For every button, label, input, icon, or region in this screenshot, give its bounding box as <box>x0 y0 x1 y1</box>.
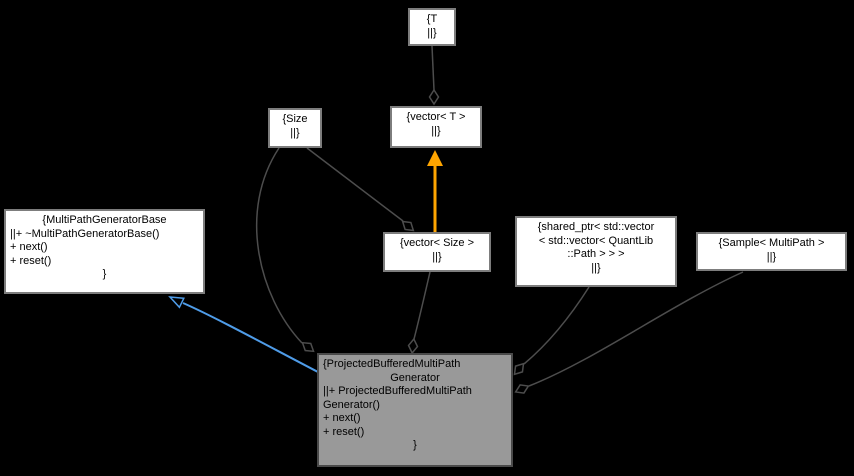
aggregation-diamond <box>407 337 419 355</box>
node-Sample-MultiPath[interactable]: {Sample< MultiPath > ||} <box>696 232 847 271</box>
node-vector-T-text: ||} <box>431 124 441 137</box>
node-shared-ptr-text: ||} <box>591 261 601 274</box>
node-vector-T-text: {vector< T > <box>406 111 466 123</box>
node-vector-Size[interactable]: {vector< Size > ||} <box>383 232 491 272</box>
node-generator-text: Generator() <box>323 398 380 411</box>
node-generator-text: Generator <box>390 371 440 384</box>
node-generator-text: ||+ ProjectedBufferedMultiPath <box>323 385 472 397</box>
aggregation-diamond <box>514 384 530 394</box>
node-shared-ptr[interactable]: {shared_ptr< std::vector < std::vector< … <box>515 216 677 287</box>
node-generator-text: {ProjectedBufferedMultiPath <box>323 358 461 370</box>
node-Sample-MultiPath-text: ||} <box>766 250 777 263</box>
node-vector-Size-text: {vector< Size > <box>400 237 474 249</box>
template-arrowhead-icon <box>427 150 443 166</box>
aggregation-diamond <box>401 220 415 232</box>
edge-generator-to-mpgb <box>182 302 319 373</box>
node-Size-text: ||} <box>290 126 300 139</box>
node-T[interactable]: {T ||} <box>408 8 456 46</box>
node-T-text: ||} <box>427 26 437 39</box>
aggregation-diamond <box>428 88 440 106</box>
node-Size[interactable]: {Size ||} <box>268 108 322 148</box>
edge-size-to-vector-size <box>306 147 404 222</box>
node-MultiPathGeneratorBase-text: } <box>102 268 107 280</box>
aggregation-diamond <box>301 341 315 353</box>
inheritance-arrowhead-icon <box>168 296 185 309</box>
node-generator-text: + next() <box>323 412 361 424</box>
node-MultiPathGeneratorBase[interactable]: {MultiPathGeneratorBase ||+ ~MultiPathGe… <box>4 209 205 294</box>
edge-shared-ptr-to-generator <box>523 286 590 365</box>
node-ProjectedBufferedMultiPathGenerator[interactable]: {ProjectedBufferedMultiPath Generator ||… <box>317 353 513 467</box>
edge-sample-to-generator <box>528 271 744 387</box>
node-Size-text: {Size <box>282 113 308 125</box>
node-generator-text: + reset() <box>323 425 365 438</box>
node-MultiPathGeneratorBase-text: ||+ ~MultiPathGeneratorBase() <box>10 227 160 240</box>
node-MultiPathGeneratorBase-text: + next() <box>10 241 48 253</box>
node-shared-ptr-text: ::Path > > > <box>567 248 625 260</box>
node-MultiPathGeneratorBase-text: {MultiPathGeneratorBase <box>42 214 167 226</box>
node-Sample-MultiPath-text: {Sample< MultiPath > <box>718 237 825 249</box>
node-shared-ptr-text: {shared_ptr< std::vector <box>537 221 655 233</box>
node-MultiPathGeneratorBase-text: + reset() <box>10 254 52 267</box>
node-vector-Size-text: ||} <box>432 250 442 263</box>
aggregation-diamond <box>513 362 525 376</box>
node-generator-text: } <box>413 439 417 451</box>
node-shared-ptr-text: < std::vector< QuantLib <box>538 234 654 247</box>
edge-vector-size-to-generator <box>413 271 431 340</box>
edge-t-to-vector-t <box>431 45 435 91</box>
node-vector-T[interactable]: {vector< T > ||} <box>390 106 482 148</box>
edge-size-to-generator <box>255 147 303 344</box>
node-T-text: {T <box>426 13 438 25</box>
